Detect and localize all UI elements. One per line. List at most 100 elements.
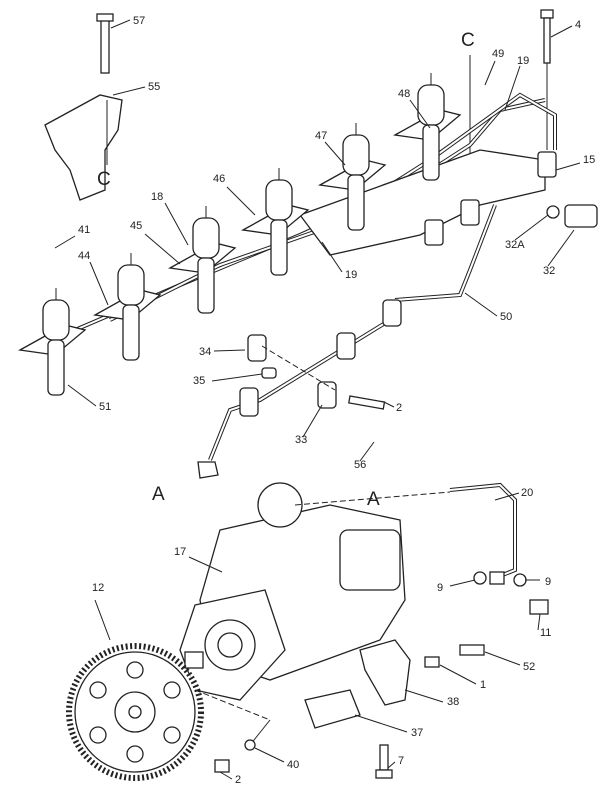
- leader-line: [439, 664, 477, 685]
- leader-line: [504, 65, 521, 111]
- callout-label: 9: [545, 576, 551, 588]
- bolt-1: [424, 656, 440, 668]
- leader-line: [213, 349, 246, 352]
- leader-line: [383, 401, 395, 408]
- injectors: [17, 73, 462, 396]
- spacer-35: [261, 367, 277, 379]
- callout-label: 17: [174, 546, 186, 558]
- callout-label: 38: [447, 696, 459, 708]
- leader-line: [494, 492, 520, 501]
- callout-label: 20: [521, 487, 533, 499]
- leader-line: [550, 25, 573, 38]
- section-reference-label: C: [97, 169, 111, 190]
- injector: [317, 123, 387, 231]
- callout-label: 51: [99, 401, 111, 413]
- section-reference-label: C: [461, 30, 475, 51]
- callout-label: 55: [148, 81, 160, 93]
- leader-line: [144, 233, 181, 265]
- leader-line: [547, 229, 575, 267]
- callout-label: 18: [151, 191, 163, 203]
- leader-line: [555, 162, 581, 171]
- callout-label: 48: [398, 88, 410, 100]
- injector: [167, 206, 237, 314]
- bolt-2: [348, 395, 386, 410]
- callout-label: 34: [199, 346, 211, 358]
- callout-label: 9: [437, 582, 443, 594]
- washer-40: [244, 739, 256, 751]
- callout-label: 47: [315, 130, 327, 142]
- gear-12: [66, 643, 204, 781]
- leader-line: [94, 599, 111, 641]
- leader-line: [464, 292, 498, 317]
- callout-label: 41: [78, 224, 90, 236]
- callout-label: 35: [193, 375, 205, 387]
- leader-line: [484, 651, 521, 666]
- bolt-11: [529, 599, 549, 615]
- clamp-33: [317, 381, 337, 409]
- callout-label: 37: [411, 727, 423, 739]
- injector: [240, 168, 310, 276]
- leader-line: [514, 214, 549, 241]
- leader-line: [449, 579, 476, 587]
- callout-label: 11: [540, 627, 551, 639]
- leader-line: [112, 86, 146, 96]
- callout-label: 57: [133, 15, 145, 27]
- callout-label: 45: [130, 220, 142, 232]
- leader-line: [484, 60, 496, 86]
- callout-label: 12: [92, 582, 104, 594]
- callout-label: 44: [78, 250, 90, 262]
- leader-line: [359, 441, 375, 462]
- fuel-injection-pump-17: [179, 482, 406, 701]
- leader-line: [164, 202, 189, 246]
- bracket-38: [359, 639, 411, 706]
- callout-label: 46: [213, 173, 225, 185]
- washer-9: [473, 571, 487, 585]
- bracket-55: [44, 13, 123, 201]
- stud-52: [459, 644, 485, 656]
- leader-line: [302, 404, 323, 438]
- callout-label: 1: [480, 679, 486, 691]
- callout-label: 15: [583, 154, 595, 166]
- callout-label: 49: [492, 48, 504, 60]
- callout-label: 4: [575, 19, 581, 31]
- leader-line: [219, 771, 233, 780]
- injector: [92, 253, 162, 361]
- leader-line: [67, 384, 97, 407]
- callout-label: 19: [345, 269, 357, 281]
- leader-line: [89, 261, 109, 306]
- leader-line: [54, 235, 76, 249]
- callout-label: 52: [523, 661, 535, 673]
- callout-label: 32A: [505, 239, 525, 251]
- leader-line: [324, 141, 346, 166]
- bracket-37: [304, 689, 361, 729]
- leader-line: [110, 19, 131, 29]
- injector: [17, 288, 87, 396]
- section-reference-label: A: [367, 489, 380, 510]
- spacer-15: [537, 151, 557, 178]
- callout-label: 32: [543, 265, 555, 277]
- leader-line: [354, 714, 408, 733]
- leader-line: [537, 613, 541, 631]
- callout-label: 50: [500, 311, 512, 323]
- callout-label: 40: [287, 759, 299, 771]
- bolt-7: [379, 744, 389, 771]
- callout-label: 2: [396, 402, 402, 414]
- callout-label: 56: [354, 459, 366, 471]
- leader-line: [409, 99, 431, 129]
- callout-label: 33: [295, 434, 307, 446]
- leader-line: [387, 761, 396, 769]
- section-reference-label: A: [152, 484, 165, 505]
- leader-line: [188, 556, 223, 573]
- clamp-34: [247, 334, 267, 362]
- callout-label: 19: [517, 55, 529, 67]
- pressure-sensor-32: [564, 204, 598, 228]
- bolt-2b: [214, 759, 230, 773]
- callout-label: 7: [398, 755, 404, 767]
- leader-line: [211, 373, 263, 382]
- leader-line: [321, 241, 343, 273]
- callout-label: 2: [235, 774, 241, 786]
- leader-line: [254, 747, 285, 763]
- leader-line: [226, 186, 256, 216]
- leader-line: [404, 689, 444, 703]
